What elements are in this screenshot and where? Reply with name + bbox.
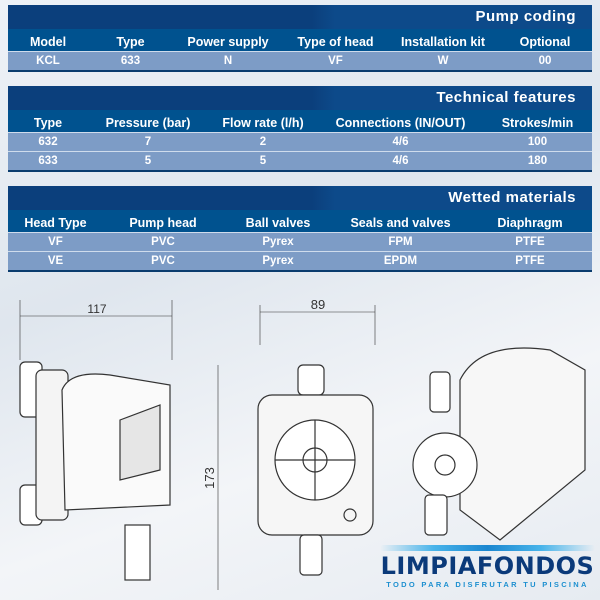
column-header: Ball valves: [245, 215, 311, 230]
dimension-width-front: 89: [311, 297, 325, 312]
dimension-height: 173: [202, 467, 217, 489]
table-cell: VF: [283, 50, 388, 70]
table-cell: 5: [208, 150, 318, 170]
header-row: Type Pressure (bar) Flow rate (l/h) Connect…: [8, 110, 592, 132]
table-cell: KCL: [8, 50, 88, 70]
header-row: Head Type Pump head Ball valves Seals and v…: [8, 210, 592, 232]
table-cell: PTFE: [468, 231, 592, 251]
table-cell: PTFE: [468, 250, 592, 270]
table-cell: W: [388, 50, 498, 70]
panel-title: Pump coding: [8, 5, 592, 29]
water-wave-graphic: [380, 545, 595, 551]
dimension-width-side: 117: [87, 302, 106, 316]
column-header: Head Type: [24, 215, 87, 230]
front-view-drawing: [217, 305, 376, 590]
table-cell: VE: [8, 250, 103, 270]
technical-features-table: Type Pressure (bar) Flow rate (l/h) Connect…: [8, 110, 592, 170]
table-cell: 633: [88, 50, 173, 70]
table-cell: FPM: [333, 231, 468, 251]
pump-drawings: 117 89 173: [19, 297, 586, 590]
column-header: Flow rate (l/h): [222, 115, 304, 130]
column-header: Installation kit: [400, 34, 486, 49]
column-header: Type of head: [297, 34, 374, 49]
panel-title: Technical features: [8, 86, 592, 110]
table-cell: 00: [498, 50, 592, 70]
table-cell: 4/6: [318, 150, 483, 170]
table-cell: 633: [8, 150, 88, 170]
table-cell: 7: [88, 131, 208, 151]
column-header: Strokes/min: [501, 115, 574, 130]
logo-tagline: TODO PARA DISFRUTAR TU PISCINA: [386, 580, 589, 589]
column-header: Diaphragm: [497, 215, 563, 230]
column-header: Connections (IN/OUT): [335, 115, 466, 130]
table-cell: 632: [8, 131, 88, 151]
header-row: Model Type Power supply Type of head Install…: [8, 29, 592, 51]
column-header: Optional: [519, 34, 571, 49]
column-header: Type: [33, 115, 63, 130]
table-cell: N: [173, 50, 283, 70]
table-cell: Pyrex: [223, 250, 333, 270]
table-cell: 4/6: [318, 131, 483, 151]
table-cell: 2: [208, 131, 318, 151]
column-header: Type: [116, 34, 145, 49]
table-cell: PVC: [103, 231, 223, 251]
table-cell: PVC: [103, 250, 223, 270]
panel-title: Wetted materials: [8, 186, 592, 210]
wetted-materials-table: Head Type Pump head Ball valves Seals and v…: [8, 210, 592, 270]
brand-logo: LIMPIAFONDOS TODO PARA DISFRUTAR TU PISC…: [380, 545, 595, 589]
table-cell: VF: [8, 231, 103, 251]
column-header: Pump head: [129, 215, 197, 230]
column-header: Pressure (bar): [105, 115, 191, 130]
column-header: Power supply: [187, 34, 269, 49]
perspective-view-drawing: [412, 347, 586, 541]
pump-coding-table: Model Type Power supply Type of head Install…: [8, 29, 592, 70]
column-header: Seals and valves: [350, 215, 451, 230]
table-cell: 180: [483, 150, 592, 170]
table-cell: Pyrex: [223, 231, 333, 251]
table-cell: 100: [483, 131, 592, 151]
side-view-drawing: [19, 300, 173, 581]
column-header: Model: [29, 34, 67, 49]
logo-name: LIMPIAFONDOS: [380, 552, 595, 580]
table-cell: 5: [88, 150, 208, 170]
table-cell: EPDM: [333, 250, 468, 270]
